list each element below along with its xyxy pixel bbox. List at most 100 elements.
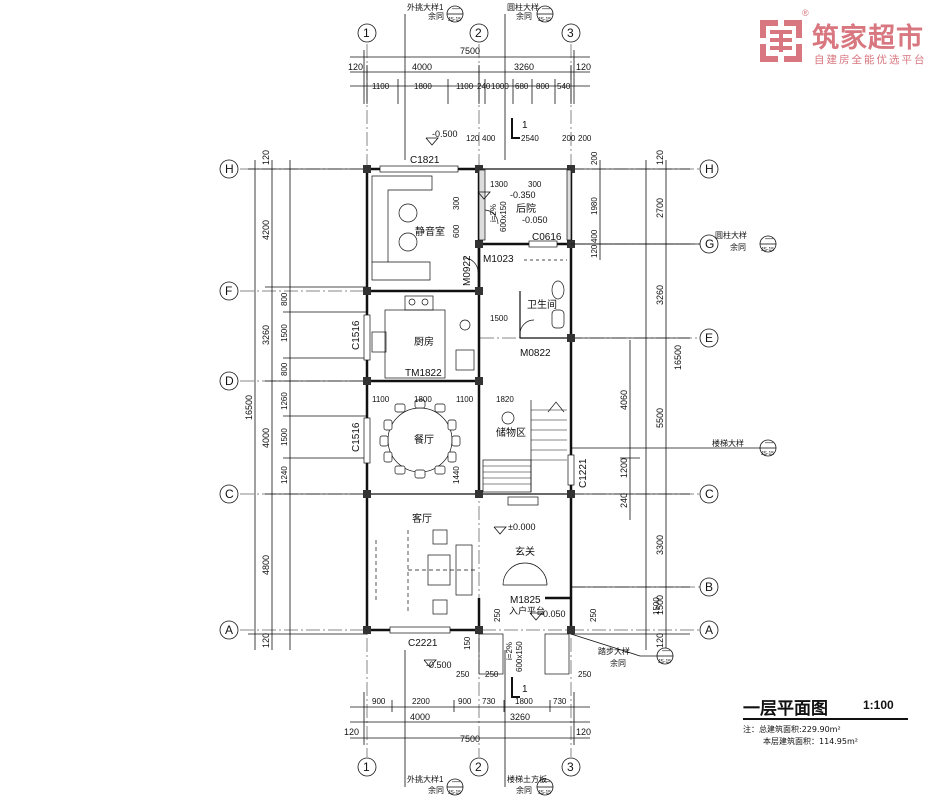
dim-top-s5: 1000 xyxy=(491,82,509,91)
opening-c0616: C0616 xyxy=(532,232,562,243)
dim-bottom-s4: 730 xyxy=(482,697,496,706)
note-total-area: 注：总建筑面积:229.90m² xyxy=(743,725,841,734)
level-l2: -0.350 xyxy=(510,190,536,200)
axis-label-2-bottom: 2 xyxy=(475,760,482,774)
dim-inner-600: 600 xyxy=(452,224,461,238)
dim-left-s2: 1500 xyxy=(280,324,289,342)
room-entry: 入户平台 xyxy=(509,605,545,616)
dim-inner-200a: 200 xyxy=(590,151,599,165)
axis-label-A-right: A xyxy=(705,623,713,637)
furniture xyxy=(371,169,572,675)
axis-label-H-right: H xyxy=(705,162,714,176)
dim-right-a: 2700 xyxy=(655,198,665,218)
dim-left-e1: 120 xyxy=(261,150,271,165)
axis-label-B-right: B xyxy=(705,580,713,594)
axis-label-E-right: E xyxy=(705,331,713,345)
dim-top-s7: 800 xyxy=(536,82,550,91)
dim-inner-300: 300 xyxy=(528,180,542,189)
dim-bottom-a: 4000 xyxy=(410,712,430,722)
opening-m1023: M1023 xyxy=(483,254,514,265)
dim-inner-250c: 250 xyxy=(456,670,470,679)
dim-inner-1440: 1440 xyxy=(452,466,461,484)
axis-label-D-left: D xyxy=(225,374,234,388)
axis-label-F-left: F xyxy=(225,284,232,298)
dim-left-s5: 1500 xyxy=(280,428,289,446)
opening-m0922: M0922 xyxy=(462,255,473,286)
dim-top-a: 4000 xyxy=(412,62,432,72)
room-kitchen: 厨房 xyxy=(414,335,434,348)
dim-left-s3: 800 xyxy=(280,362,289,376)
ref-7-one: 余同 xyxy=(428,785,444,795)
ref-2-sheet: JS-15 xyxy=(538,17,551,23)
dim-inner-1820: 1820 xyxy=(496,395,514,404)
axis-label-2-top: 2 xyxy=(475,26,482,40)
dim-top-e2: 120 xyxy=(576,62,591,72)
ref-3: 圆柱大样 xyxy=(715,230,747,240)
section-marks xyxy=(511,118,520,698)
axis-label-C-right: C xyxy=(705,487,714,501)
ref-5-dash: — xyxy=(662,646,670,655)
dim-inner-250b: 250 xyxy=(589,608,598,622)
dim-inner-1300: 1300 xyxy=(490,180,508,189)
dim-left-d: 4800 xyxy=(261,555,271,575)
note-floor-area: 本层建筑面积：114.95m² xyxy=(763,737,858,746)
dim-top-b: 3260 xyxy=(514,62,534,72)
dim-top-s1: 1100 xyxy=(372,82,390,91)
dim-left-a: 4200 xyxy=(261,220,271,240)
ref-8-sheet: JS-15 xyxy=(538,790,551,796)
dim-left-total: 16500 xyxy=(244,395,254,420)
level-l3: -0.050 xyxy=(522,215,548,225)
ref-5: 踏步大样 xyxy=(598,646,630,656)
dim-right-b: 3260 xyxy=(655,285,665,305)
opening-c1516a: C1516 xyxy=(351,320,362,350)
ref-3-dash: — xyxy=(765,234,773,243)
dim-inner-200b: 200 xyxy=(562,134,576,143)
room-hall: 玄关 xyxy=(515,545,535,558)
brand-name: 筑家超市 xyxy=(812,23,924,54)
opening-tm1822: TM1822 xyxy=(405,368,442,379)
dim-left-s4: 1260 xyxy=(280,392,289,410)
ref-2-dash: — xyxy=(542,4,550,13)
ref-1-dash: — xyxy=(452,4,460,13)
axis-bubbles xyxy=(219,23,719,777)
dim-inner-300b: 300 xyxy=(452,196,461,210)
ref-7-dash: — xyxy=(452,777,460,786)
brand-mark-icon xyxy=(760,20,802,62)
title-rule xyxy=(743,718,908,720)
room-living: 客厅 xyxy=(412,512,432,525)
ref-3-one: 余同 xyxy=(730,242,746,252)
room-storage: 储物区 xyxy=(496,426,526,439)
dim-bottom-s2: 2200 xyxy=(412,697,430,706)
dim-inner-200c: 200 xyxy=(578,134,592,143)
axis-label-1-top: 1 xyxy=(363,26,370,40)
ref-1-one: 余同 xyxy=(428,11,444,21)
dim-right-c: 5500 xyxy=(655,408,665,428)
dim-top-e1: 120 xyxy=(348,62,363,72)
opening-c1221: C1221 xyxy=(578,458,589,488)
dim-left-b: 3260 xyxy=(261,325,271,345)
ref-5-sheet: JS-15 xyxy=(658,659,671,665)
axis-label-A-left: A xyxy=(225,623,233,637)
ref-5-one: 余同 xyxy=(610,658,626,668)
ramp-a: i=2% xyxy=(489,204,498,222)
level-l6: -0.500 xyxy=(426,660,452,670)
dim-inner-250a: 250 xyxy=(493,608,502,622)
ref-3-sheet: JS-15 xyxy=(761,247,774,253)
dim-bottom-s5: 1800 xyxy=(515,697,533,706)
dim-bottom-b: 3260 xyxy=(510,712,530,722)
dim-inner-1100b: 1100 xyxy=(456,395,474,404)
dim-inner-120r: 120 xyxy=(590,244,599,258)
dim-inner-1100: 1100 xyxy=(372,395,390,404)
dim-left-c: 4000 xyxy=(261,428,271,448)
opening-c2221: C2221 xyxy=(408,638,438,649)
room-toilet: 卫生间 xyxy=(527,298,557,311)
title-block: 一层平面图 1:100 注：总建筑面积:229.90m² 本层建筑面积：114.… xyxy=(743,694,938,754)
ref-8-dash: — xyxy=(542,777,550,786)
axis-label-3-bottom: 3 xyxy=(567,760,574,774)
dim-top-s8: 540 xyxy=(557,82,571,91)
room-tea: 静音室 xyxy=(415,225,445,238)
dim-top-total: 7500 xyxy=(460,46,480,56)
opening-m1825: M1825 xyxy=(510,595,541,606)
dim-bottom-s6: 730 xyxy=(553,697,567,706)
